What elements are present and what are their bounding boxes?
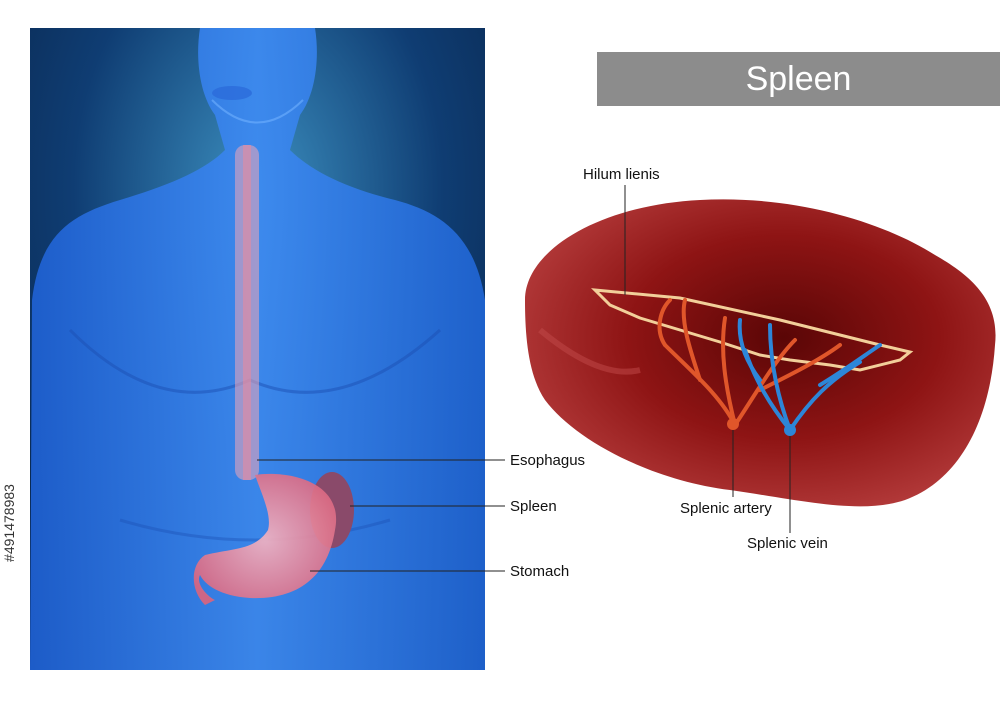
- abdomen-shading: [119, 518, 391, 542]
- label-stomach: Stomach: [510, 563, 570, 580]
- title-bar: Spleen: [597, 52, 1000, 106]
- esophagus-core: [243, 145, 251, 480]
- vein-trunk: [784, 424, 796, 436]
- label-esophagus: Esophagus: [510, 452, 586, 469]
- label-splenic-artery: Splenic artery: [680, 500, 772, 517]
- spleen-detail: [525, 199, 996, 507]
- label-splenic-vein: Splenic vein: [747, 535, 828, 552]
- diagram-title: Spleen: [745, 60, 852, 98]
- label-hilum-lienis: Hilum lienis: [583, 166, 660, 183]
- label-spleen: Spleen: [510, 498, 557, 515]
- artery-trunk: [727, 418, 739, 430]
- splenic-vein-branches: [737, 318, 882, 432]
- splenic-artery-branches: [657, 298, 842, 427]
- spleen-highlight: [538, 327, 641, 375]
- mouth-shape: [212, 86, 252, 100]
- hilum-outline: [590, 288, 914, 372]
- stomach-organ: [193, 473, 337, 605]
- stock-id-text: #491478983: [1, 484, 17, 562]
- chin-outline: [211, 99, 304, 124]
